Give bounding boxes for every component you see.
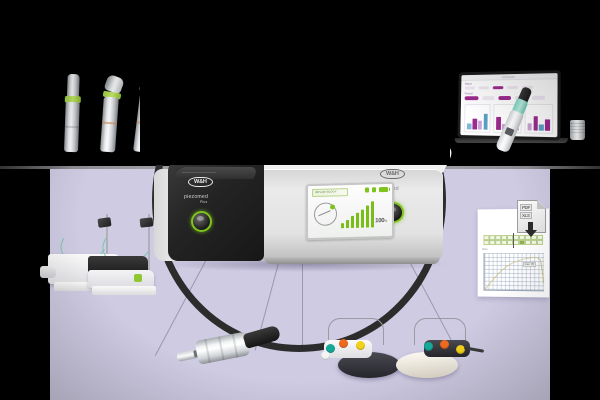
- tablet-chip[interactable]: [507, 85, 519, 90]
- battery-icon: [379, 186, 388, 193]
- power-button-left[interactable]: [191, 211, 212, 232]
- chart-a-bars: [466, 112, 488, 130]
- tablet-chart-bar: [533, 116, 539, 131]
- handpiece-contra-angle-green: [95, 73, 126, 153]
- torque-gauge-icon: [314, 202, 337, 227]
- screen-percent-unit: %: [384, 218, 387, 224]
- device-foot: [264, 257, 440, 264]
- pump-black: [88, 214, 174, 298]
- screen-percent-value: 100: [375, 218, 385, 225]
- screen-bar: [365, 205, 370, 228]
- screen-status-text: IMPLANTOLOGY: [315, 190, 337, 194]
- pedal-button-orange[interactable]: [339, 339, 348, 348]
- screen-bar-chart: [341, 201, 375, 229]
- tablet-chart-bar: [477, 121, 483, 130]
- pedal-light[interactable]: [396, 318, 485, 380]
- iv-pole: [106, 214, 108, 274]
- screen-bar: [360, 209, 365, 228]
- pedal-dark[interactable]: [320, 318, 400, 380]
- pedal-button-yellow[interactable]: [356, 341, 365, 350]
- download-arrow-icon: [524, 222, 537, 237]
- tablet-chart-bar: [472, 118, 477, 130]
- tablet-tab-active-2[interactable]: [498, 96, 512, 100]
- device-piezo-module: [168, 161, 264, 261]
- iv-pole: [148, 214, 150, 276]
- pedal-handle[interactable]: [414, 318, 466, 345]
- screen-bar: [341, 223, 345, 229]
- brand-logo-right: W&H: [380, 169, 405, 179]
- screen-bar: [345, 219, 350, 229]
- pedal-button-teal[interactable]: [326, 344, 335, 353]
- report-cell: [536, 239, 544, 245]
- pedal-button-yellow[interactable]: [456, 345, 465, 354]
- report-axis-label: Ncm: [482, 248, 488, 252]
- pump-indicator: [134, 274, 142, 282]
- tablet-chart-bar: [545, 119, 551, 131]
- report-annotation: max. 35: [522, 262, 536, 268]
- pump-foot: [92, 286, 156, 295]
- tablet-chip[interactable]: [464, 86, 475, 90]
- pump-foot: [54, 282, 120, 291]
- file-download-badge[interactable]: PDF XLS: [517, 200, 546, 237]
- module-top-bevel: [173, 167, 259, 179]
- screen-status-bar: IMPLANTOLOGY: [312, 188, 348, 198]
- tablet-chip-active[interactable]: [492, 86, 504, 90]
- tablet-tab[interactable]: [482, 96, 495, 100]
- report-table-divider: [513, 232, 514, 248]
- tablet-tab[interactable]: [531, 96, 546, 100]
- arc-top-mask: [140, 40, 450, 165]
- screen-bar: [350, 216, 355, 228]
- drop-icon: [365, 187, 369, 193]
- screen-bar: [355, 212, 360, 228]
- screen-status-icons: [365, 186, 388, 193]
- report-chart: max. 35: [483, 253, 545, 292]
- implant-cylinder: [570, 120, 585, 140]
- tablet-chart-bar: [539, 124, 544, 131]
- tablet-chart-bar: [527, 122, 532, 131]
- tablet-chart-card: [524, 103, 554, 134]
- screen-bar: [370, 201, 375, 228]
- file-fold-corner: [537, 200, 546, 209]
- tablet-icon-row: [464, 85, 554, 90]
- gauge-indicator: [330, 204, 335, 210]
- pedal-button-white[interactable]: [321, 351, 330, 360]
- screen-percent: 100%: [375, 218, 387, 224]
- pedal-button-orange[interactable]: [440, 340, 449, 349]
- tablet-tab-active[interactable]: [464, 96, 479, 100]
- tablet-chart-bar: [466, 123, 472, 130]
- tablet-pill-row: [464, 96, 554, 100]
- tablet-chart-bar: [496, 117, 502, 130]
- gear-icon: [372, 187, 376, 193]
- tablet-section-two-label: Protocol: [464, 92, 473, 96]
- chart-c-bars: [527, 112, 551, 131]
- file-format-pdf: PDF: [520, 204, 532, 211]
- pump-clamp: [139, 217, 154, 228]
- brand-logo-left: W&H: [188, 177, 213, 187]
- pedal-handle[interactable]: [328, 318, 384, 345]
- motor-cable: [242, 324, 282, 350]
- pump-nose: [40, 266, 56, 278]
- module-label-piezomed: piezomed: [184, 194, 209, 200]
- report-curve: [484, 253, 544, 290]
- module-seam: [181, 172, 217, 173]
- file-format-xls: XLS: [520, 212, 532, 219]
- device-touchscreen[interactable]: IMPLANTOLOGY 100%: [306, 181, 394, 241]
- tablet-chart-card: [464, 103, 491, 133]
- tablet-chart-bar: [483, 113, 488, 130]
- pump-body-dark: [88, 256, 148, 274]
- tablet-section-one: Patient: [461, 79, 557, 93]
- tablet-section-two: Protocol: [461, 92, 558, 103]
- tablet-chip[interactable]: [478, 86, 490, 90]
- module-label-piezomed-suffix: Plus: [200, 200, 208, 204]
- handpiece-head: [66, 73, 80, 99]
- pump-clamp: [97, 217, 112, 228]
- tablet-header-pill: [501, 75, 515, 78]
- pedal-button-teal[interactable]: [424, 342, 433, 351]
- handpiece-straight: [60, 73, 85, 153]
